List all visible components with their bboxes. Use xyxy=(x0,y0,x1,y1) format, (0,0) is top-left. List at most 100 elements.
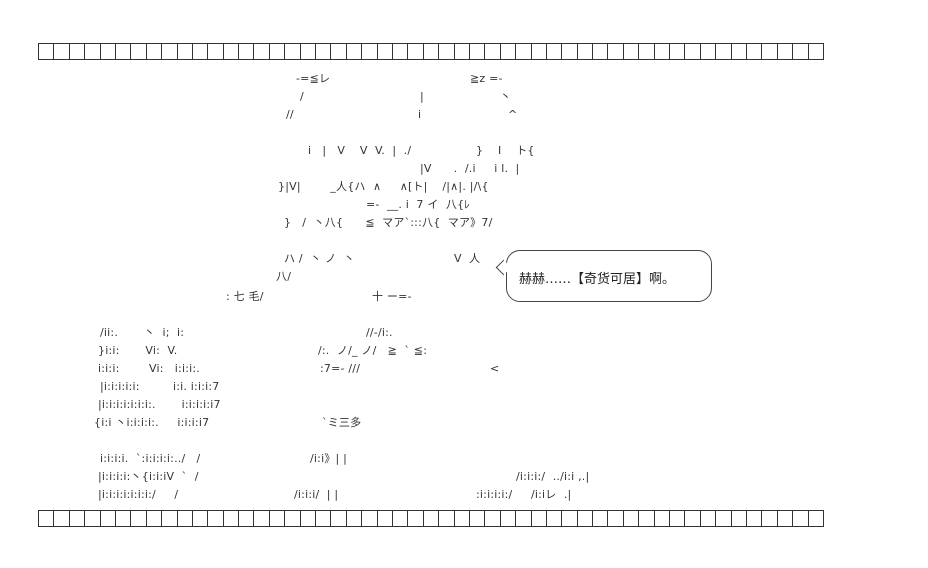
border-cell xyxy=(315,510,331,527)
border-cell xyxy=(438,510,454,527)
border-cell xyxy=(268,510,285,527)
border-cell xyxy=(53,510,69,527)
border-cell xyxy=(730,43,746,60)
art-line: 丶 xyxy=(500,90,512,103)
border-cell xyxy=(176,43,192,60)
border-cell xyxy=(776,43,793,60)
art-line: i xyxy=(418,108,422,121)
border-cell xyxy=(299,510,316,527)
border-cell xyxy=(238,510,254,527)
art-line: /:. ノ/_ ノ/ ≧ ` ≦: xyxy=(318,344,428,357)
art-line: 十 ー=- xyxy=(372,290,412,303)
art-line: ≧z =- xyxy=(470,72,503,85)
art-line: / xyxy=(300,90,304,103)
border-cell xyxy=(130,510,146,527)
border-cell xyxy=(68,510,85,527)
border-cell xyxy=(268,43,285,60)
border-cell xyxy=(545,43,562,60)
border-cell xyxy=(530,43,546,60)
border-cell xyxy=(592,510,608,527)
border-cell xyxy=(145,510,162,527)
border-cell xyxy=(622,43,639,60)
art-line: ハ / 丶 ノ 丶 xyxy=(284,252,355,265)
border-cell xyxy=(699,510,716,527)
border-cell xyxy=(807,43,824,60)
art-line: /i:i:i/ | | xyxy=(294,488,339,501)
border-cell xyxy=(422,43,439,60)
border-cell xyxy=(468,43,485,60)
art-line: `ミ三多 xyxy=(322,416,362,429)
art-line: } / 丶八{ ≦ マア`:::八{ マア》7/ xyxy=(284,216,493,229)
border-cell xyxy=(607,43,623,60)
border-cell xyxy=(345,43,362,60)
border-cell xyxy=(453,43,469,60)
border-cell xyxy=(253,510,269,527)
border-cell xyxy=(638,43,654,60)
border-cell xyxy=(638,510,654,527)
border-cell xyxy=(114,510,131,527)
border-cell xyxy=(345,510,362,527)
art-line: |i:i:i:i:丶{i:i:iV ` / xyxy=(98,470,199,483)
border-cell xyxy=(607,510,623,527)
border-cell xyxy=(222,43,239,60)
border-cell xyxy=(576,510,593,527)
border-cell xyxy=(68,43,85,60)
border-cell xyxy=(207,43,223,60)
speech-bubble xyxy=(506,250,712,302)
border-cell xyxy=(561,510,577,527)
border-cell xyxy=(684,43,700,60)
border-cell xyxy=(468,510,485,527)
border-cell xyxy=(453,510,469,527)
art-line: |i:i:i:i:i: i:i. i:i:i:7 xyxy=(100,380,220,393)
border-cell xyxy=(653,43,670,60)
border-cell xyxy=(53,43,69,60)
border-cell xyxy=(161,510,177,527)
border-cell xyxy=(176,510,192,527)
border-cell xyxy=(484,43,500,60)
border-cell xyxy=(576,43,593,60)
border-cell xyxy=(330,510,346,527)
border-cell xyxy=(515,43,531,60)
border-cell xyxy=(792,43,808,60)
art-line: 八/ xyxy=(276,270,292,283)
border-cell xyxy=(238,43,254,60)
border-cell xyxy=(761,43,777,60)
border-cell xyxy=(191,43,208,60)
art-line: } I ト{ xyxy=(476,144,535,157)
border-cell xyxy=(730,510,746,527)
border-cell xyxy=(684,510,700,527)
border-cell xyxy=(407,510,423,527)
art-line: -=≦レ xyxy=(296,72,331,85)
border-cell xyxy=(715,43,731,60)
border-cell xyxy=(499,43,516,60)
border-cell xyxy=(792,510,808,527)
border-cell xyxy=(315,43,331,60)
border-cell xyxy=(715,510,731,527)
border-cell xyxy=(84,510,100,527)
border-cell xyxy=(38,510,54,527)
art-line: /i:i:i:/ ../i:i ,.| xyxy=(516,470,590,483)
border-cell xyxy=(361,510,377,527)
art-line: V 人 xyxy=(454,252,481,265)
art-line: |i:i:i:i:i:i:i:/ / xyxy=(98,488,179,501)
art-line: // xyxy=(286,108,294,121)
border-cell xyxy=(99,510,115,527)
art-line: | xyxy=(420,90,424,103)
border-cell xyxy=(191,510,208,527)
border-cell xyxy=(391,510,408,527)
border-cell xyxy=(330,43,346,60)
bottom-border-row xyxy=(38,510,824,527)
art-line: /i:i》| | xyxy=(310,452,348,465)
border-cell xyxy=(669,43,685,60)
border-cell xyxy=(299,43,316,60)
art-line: i | V V V. | ./ xyxy=(308,144,412,157)
art-line: ^ xyxy=(508,108,518,121)
border-cell xyxy=(438,43,454,60)
border-cell xyxy=(114,43,131,60)
border-cell xyxy=(284,510,300,527)
border-cell xyxy=(376,510,392,527)
border-cell xyxy=(422,510,439,527)
border-cell xyxy=(484,510,500,527)
